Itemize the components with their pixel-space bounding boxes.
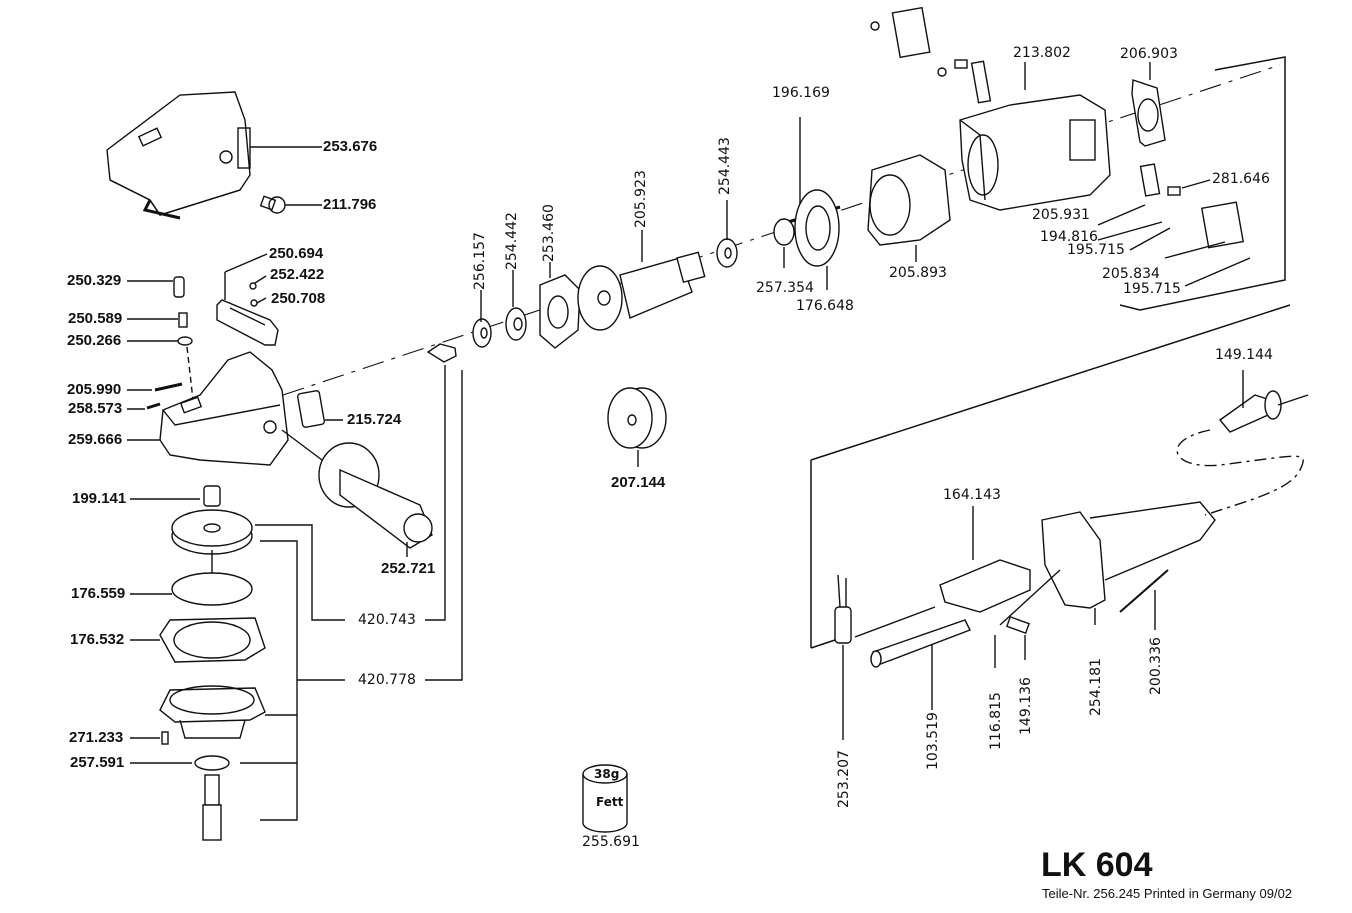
- part-label: 176.559: [71, 585, 126, 602]
- part-label: 253.676: [323, 138, 378, 155]
- spindle-part: [202, 774, 222, 841]
- bearing-256157: [472, 318, 492, 348]
- kit-label: 420.743: [358, 612, 416, 628]
- gear-207144: [607, 387, 667, 449]
- part-label: 196.169: [772, 85, 830, 101]
- part-label: 205.834: [1102, 266, 1160, 282]
- switch-slider-part: [216, 299, 279, 346]
- side-handle-part: [281, 429, 433, 549]
- bearing-254443: [716, 238, 738, 268]
- part-label: 149.136: [1018, 677, 1034, 735]
- part-label: 255.691: [582, 834, 640, 850]
- ring-176648: [794, 189, 840, 267]
- part-label: 252.721: [381, 560, 436, 577]
- part-label: 176.532: [70, 631, 125, 648]
- part-label: 256.157: [472, 232, 488, 290]
- part-label: 257.591: [70, 754, 125, 771]
- part-label: 281.646: [1212, 171, 1270, 187]
- part-label: 250.266: [67, 332, 122, 349]
- plug-149144: [1218, 390, 1309, 433]
- part-label: 258.573: [68, 400, 123, 417]
- gear-housing-part: [159, 351, 289, 466]
- footer-note: Teile-Nr. 256.245 Printed in Germany 09/…: [1042, 886, 1293, 901]
- part-label: 252.422: [270, 266, 325, 283]
- part-label: 250.589: [68, 310, 123, 327]
- part-label: 205.923: [633, 170, 649, 228]
- bearing-254442: [505, 307, 527, 341]
- grease-weight: 38g: [594, 767, 620, 781]
- bearing-plate-253460: [539, 274, 581, 349]
- sleeve-103519: [870, 619, 971, 668]
- part-label: 254.442: [504, 212, 520, 270]
- armature-205923: [577, 251, 706, 331]
- part-label: 257.354: [756, 280, 814, 296]
- model-title: LK 604: [1041, 846, 1153, 884]
- end-plate-206903: [1131, 79, 1166, 147]
- part-label: 250.708: [271, 290, 326, 307]
- part-label: 149.144: [1215, 347, 1273, 363]
- bearing-flange-part: [159, 685, 266, 739]
- part-label: 250.694: [269, 245, 324, 262]
- part-label: 199.141: [72, 490, 127, 507]
- motor-housing-213802: [959, 94, 1111, 211]
- part-label: 254.443: [717, 137, 733, 195]
- switch-164143: [939, 559, 1031, 613]
- part-label: 205.893: [889, 265, 947, 281]
- part-label: 253.460: [541, 204, 557, 262]
- kit-label: 420.778: [358, 672, 416, 688]
- bevel-gear-part: [171, 509, 253, 555]
- grease-label: Fett: [596, 795, 624, 809]
- part-label: 271.233: [69, 729, 124, 746]
- part-label: 103.519: [925, 712, 941, 770]
- part-label: 259.666: [68, 431, 123, 448]
- nut-257354: [773, 218, 795, 246]
- part-label: 195.715: [1067, 242, 1125, 258]
- part-label: 213.802: [1013, 45, 1071, 61]
- part-label: 205.931: [1032, 207, 1090, 223]
- part-label: 195.715: [1123, 281, 1181, 297]
- part-label: 176.648: [796, 298, 854, 314]
- gear-cover-part: [106, 91, 251, 220]
- capacitor-253207: [834, 574, 852, 644]
- field-coil-205893: [867, 154, 951, 246]
- part-label: 194.816: [1040, 229, 1098, 245]
- part-label: 250.329: [67, 272, 122, 289]
- screw-part: [259, 195, 286, 214]
- part-label: 254.181: [1088, 658, 1104, 716]
- part-label: 200.336: [1148, 637, 1164, 695]
- part-label: 253.207: [836, 750, 852, 808]
- part-label: 215.724: [347, 411, 402, 428]
- part-label: 206.903: [1120, 46, 1178, 62]
- part-label: 205.990: [67, 381, 122, 398]
- part-label: 211.796: [323, 196, 377, 213]
- part-label: 116.815: [988, 692, 1004, 750]
- grease-tub-255691: [582, 764, 628, 833]
- part-label: 164.143: [943, 487, 1001, 503]
- motor-handle-254181: [1041, 501, 1216, 609]
- pinion-part: [426, 343, 457, 363]
- part-label: 207.144: [611, 474, 666, 491]
